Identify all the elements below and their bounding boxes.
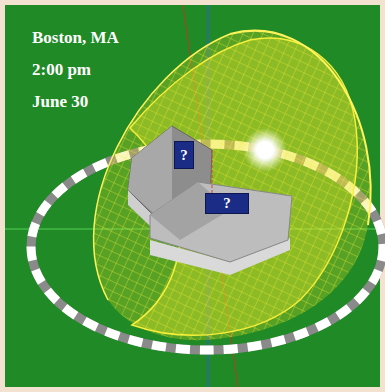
ground [5, 5, 380, 387]
panel-label: ? [223, 196, 231, 211]
house-roof [150, 182, 292, 262]
solar-panel: ? [174, 141, 194, 169]
caption-text: 2:00 pm [32, 60, 91, 80]
caption-text: Boston, MA [32, 28, 119, 48]
sun-path-dome [94, 31, 371, 340]
sun-path-grid [94, 31, 371, 340]
sun [256, 141, 274, 159]
sun [243, 128, 287, 172]
panel-label: ? [180, 148, 188, 163]
solar-panel: ? [205, 193, 249, 214]
caption-text: June 30 [32, 92, 88, 112]
